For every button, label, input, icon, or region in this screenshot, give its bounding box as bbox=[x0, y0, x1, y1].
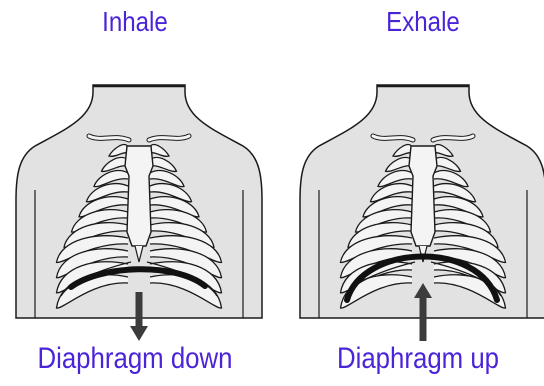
inhale-caption: Diaphragm down bbox=[19, 344, 251, 374]
exhale-torso bbox=[300, 85, 544, 341]
inhale-torso bbox=[16, 85, 262, 341]
exhale-sternum bbox=[409, 146, 437, 246]
exhale-caption: Diaphragm up bbox=[306, 344, 530, 374]
inhale-sternum bbox=[125, 146, 153, 246]
